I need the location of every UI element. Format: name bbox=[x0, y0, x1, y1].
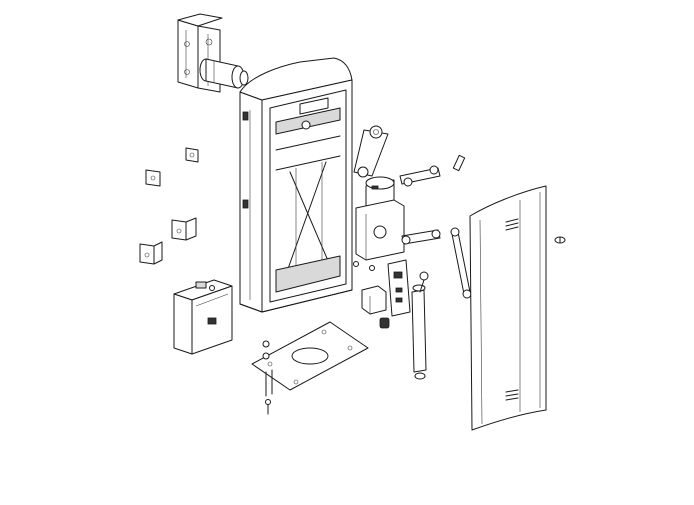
base-plate bbox=[251, 321, 369, 397]
gas-spring bbox=[411, 271, 429, 380]
cabinet-body bbox=[239, 57, 353, 313]
pin-bolt bbox=[452, 154, 466, 172]
small-plate-1 bbox=[185, 147, 199, 163]
vent-slots-bottom bbox=[505, 389, 519, 401]
angle-bracket-1 bbox=[171, 217, 197, 241]
crank-lever bbox=[353, 125, 389, 178]
output-shaft bbox=[199, 58, 249, 89]
transformer bbox=[361, 285, 387, 315]
vent-slots-top bbox=[505, 218, 519, 231]
capacitor bbox=[379, 317, 390, 329]
link-arm-upper bbox=[399, 165, 441, 187]
control-box bbox=[173, 279, 233, 355]
lock-cylinder bbox=[554, 236, 566, 244]
front-cover bbox=[469, 185, 547, 431]
small-plate-2 bbox=[145, 169, 161, 187]
anchor-bolts bbox=[262, 340, 271, 415]
angle-bracket-2 bbox=[139, 241, 163, 265]
balance-arm bbox=[450, 227, 472, 299]
link-arm-lower bbox=[401, 229, 441, 245]
control-board bbox=[387, 259, 411, 317]
gear-motor bbox=[355, 176, 405, 261]
fasteners bbox=[353, 261, 375, 271]
